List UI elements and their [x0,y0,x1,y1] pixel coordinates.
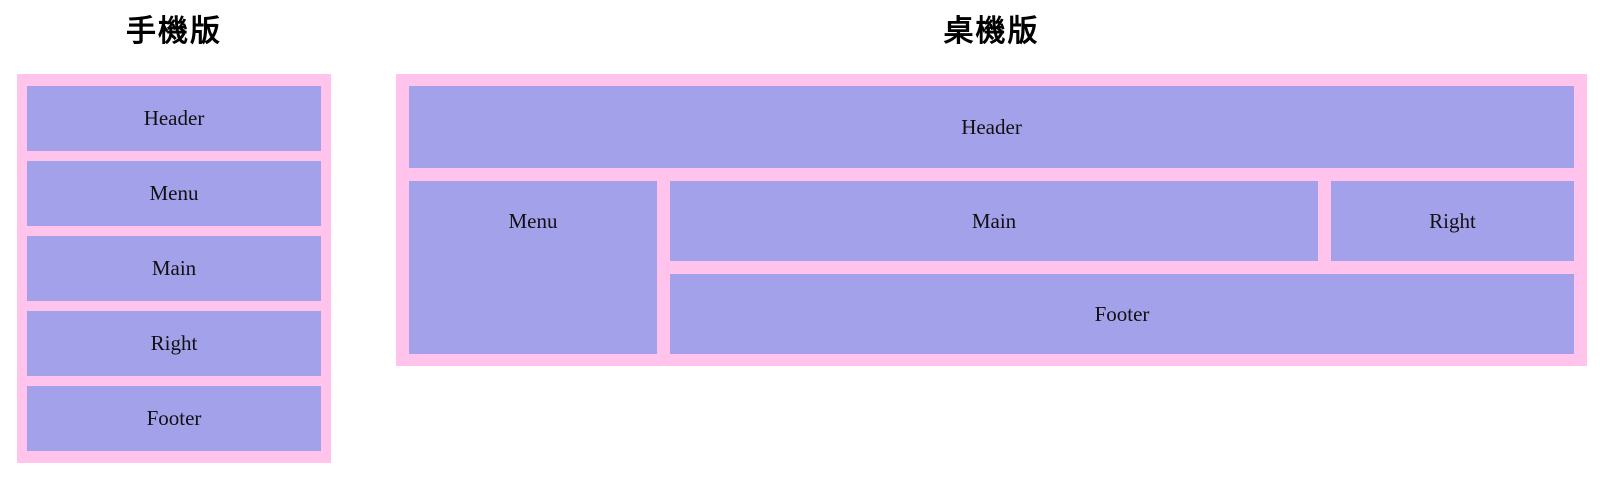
mobile-footer-label: Footer [146,406,202,430]
mobile-main-box: Main [27,236,321,301]
mobile-menu-label: Menu [149,181,199,205]
mobile-header-box: Header [27,86,321,151]
desktop-footer-label: Footer [1094,301,1150,326]
mobile-main-label: Main [151,256,197,280]
mobile-version-title: 手機版 [126,15,222,48]
mobile-footer-box: Footer [27,386,321,451]
desktop-right-box: Right [1331,181,1574,261]
mobile-header-label: Header [143,106,205,130]
desktop-header-label: Header [961,114,1022,139]
desktop-right-label: Right [1429,208,1476,233]
desktop-header-box: Header [409,86,1574,168]
mobile-right-label: Right [150,331,198,355]
desktop-menu-box: Menu [409,181,657,354]
desktop-version-title: 桌機版 [943,15,1040,48]
desktop-footer-box: Footer [670,274,1574,354]
mobile-menu-box: Menu [27,161,321,226]
desktop-main-label: Main [971,208,1017,233]
mobile-right-box: Right [27,311,321,376]
desktop-menu-label-row: Menu [409,181,657,261]
mobile-layout-container: Header Menu Main Right Footer [17,74,331,463]
desktop-menu-label: Menu [508,208,558,233]
desktop-layout-container: Header Menu Main Right Footer [396,74,1587,366]
desktop-main-box: Main [670,181,1318,261]
